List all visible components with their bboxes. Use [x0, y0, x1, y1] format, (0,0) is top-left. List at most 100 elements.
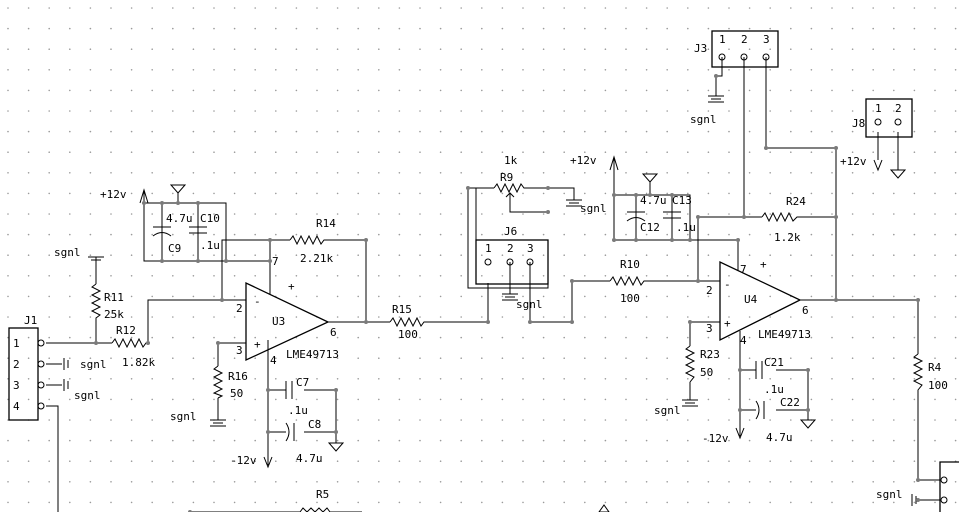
- resistor-r24: [761, 211, 800, 223]
- label-j6-pin2: 2: [507, 242, 514, 255]
- label-c8-value: 4.7u: [296, 452, 323, 465]
- label-u3-plus-input: +: [254, 338, 261, 351]
- capacitor-c9: [152, 226, 172, 237]
- label-r24: R24: [786, 195, 806, 208]
- resistor-r11: [90, 283, 102, 322]
- label-c10: C10: [200, 212, 220, 225]
- label-sgnl-j3: sgnl: [690, 113, 717, 126]
- label-c9: C9: [168, 242, 181, 255]
- label-sgnl-r4: sgnl: [876, 488, 903, 501]
- label-r14-value: 2.21k: [300, 252, 333, 265]
- label-u4-minus: -: [724, 278, 731, 291]
- label-u3: U3: [272, 315, 285, 328]
- label-c13: C13: [672, 194, 692, 207]
- label-u4-plus: +: [760, 258, 767, 271]
- connector-partial-right: [911, 461, 959, 512]
- capacitor-c7: [285, 381, 293, 399]
- label-r11: R11: [104, 291, 124, 304]
- label-u4-pin3: 3: [706, 322, 713, 335]
- label-u3-pin7: 7: [272, 255, 279, 268]
- labels: J1 1 2 3 4 sgnl sgnl sgnl R11 25k R12 1.…: [13, 33, 948, 501]
- connector-j6: [475, 239, 549, 285]
- label-j8-pin1: 1: [875, 102, 882, 115]
- label-c21: C21: [764, 356, 784, 369]
- label-r23: R23: [700, 348, 720, 361]
- label-j1: J1: [24, 314, 37, 327]
- label-c8: C8: [308, 418, 321, 431]
- label-r4-value: 100: [928, 379, 948, 392]
- resistor-r5: [299, 507, 331, 512]
- label-j3-pin2: 2: [741, 33, 748, 46]
- label-r9: R9: [500, 171, 513, 184]
- resistor-r4: [912, 353, 924, 394]
- label-j6-pin1: 1: [485, 242, 492, 255]
- label-j3-pin3: 3: [763, 33, 770, 46]
- resistor-r15: [389, 316, 426, 328]
- label-r9-value: 1k: [504, 154, 518, 167]
- label-u4-part: LME49713: [758, 328, 811, 341]
- label-j8-pin2: 2: [895, 102, 902, 115]
- label-c12: C12: [640, 221, 660, 234]
- label-u4-pin4: 4: [740, 334, 747, 347]
- label-sgnl-r23: sgnl: [654, 404, 681, 417]
- label-neg-rail-u3: -12v: [230, 454, 257, 467]
- label-sgnl-r9: sgnl: [580, 202, 607, 215]
- label-u4-pin7: 7: [740, 263, 747, 276]
- label-u4: U4: [744, 293, 758, 306]
- resistor-r12: [111, 337, 148, 349]
- label-r16: R16: [228, 370, 248, 383]
- label-pos-rail-j8: +12v: [840, 155, 867, 168]
- label-c12-cap-value: 4.7u: [640, 194, 667, 207]
- connector-j1: [8, 327, 69, 421]
- label-u3-minus: -: [254, 295, 261, 308]
- label-r10-value: 100: [620, 292, 640, 305]
- label-u3-plus: +: [288, 280, 295, 293]
- resistor-r14: [289, 234, 326, 246]
- label-j6: J6: [504, 225, 517, 238]
- label-j1-pin3: 3: [13, 379, 20, 392]
- capacitor-c22: [755, 400, 765, 420]
- label-c9-cap-value: 4.7u: [166, 212, 193, 225]
- label-r16-value: 50: [230, 387, 243, 400]
- label-u3-pin3: 3: [236, 344, 243, 357]
- label-r15-value: 100: [398, 328, 418, 341]
- label-j6-pin3: 3: [527, 242, 534, 255]
- label-c22: C22: [780, 396, 800, 409]
- label-sgnl-r11: sgnl: [54, 246, 81, 259]
- capacitor-c8: [285, 422, 295, 442]
- label-sgnl-j1-3: sgnl: [74, 389, 101, 402]
- label-c7: C7: [296, 376, 309, 389]
- capacitor-c21: [755, 361, 763, 379]
- label-j1-pin4: 4: [13, 400, 20, 413]
- ground-symbols: [88, 95, 907, 512]
- junction-dots: [94, 74, 920, 512]
- opamp-u3: [240, 270, 330, 362]
- label-j1-pin1: 1: [13, 337, 20, 350]
- label-u3-pin2: 2: [236, 302, 243, 315]
- label-neg-rail-u4: -12v: [702, 432, 729, 445]
- label-u3-pin6: 6: [330, 326, 337, 339]
- label-pos-rail-u4: +12v: [570, 154, 597, 167]
- label-sgnl-j6: sgnl: [516, 298, 543, 311]
- label-r15: R15: [392, 303, 412, 316]
- capacitor-c13: [663, 211, 681, 219]
- label-r12-value: 1.82k: [122, 356, 155, 369]
- resistor-r10: [609, 275, 646, 287]
- label-r14: R14: [316, 217, 336, 230]
- label-u3-part: LME49713: [286, 348, 339, 361]
- label-j8: J8: [852, 117, 865, 130]
- resistor-r16: [212, 365, 224, 399]
- label-pos-rail-u3: +12v: [100, 188, 127, 201]
- label-r23-value: 50: [700, 366, 713, 379]
- label-c22-value: 4.7u: [766, 431, 793, 444]
- connector-j8: [865, 98, 913, 138]
- potentiometer-r9: [493, 182, 526, 200]
- label-u4-pin2: 2: [706, 284, 713, 297]
- label-u4-pin6: 6: [802, 304, 809, 317]
- label-r4: R4: [928, 361, 942, 374]
- label-j3: J3: [694, 42, 707, 55]
- label-c21-value: .1u: [764, 383, 784, 396]
- capacitor-c12: [626, 211, 646, 222]
- label-r24-value: 1.2k: [774, 231, 801, 244]
